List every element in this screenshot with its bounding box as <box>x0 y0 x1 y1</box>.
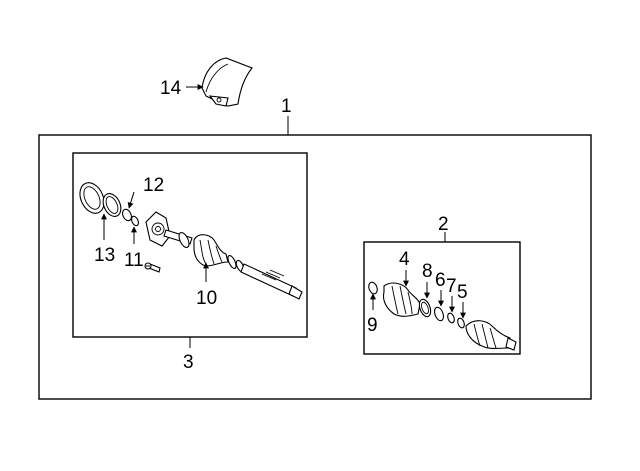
callout-7[interactable]: 7 <box>446 276 457 297</box>
inner-axle-assembly <box>79 182 303 300</box>
leader-12 <box>127 191 135 209</box>
outer-cv-joint-assembly <box>368 281 517 351</box>
callout-4[interactable]: 4 <box>399 249 410 270</box>
callout-14[interactable]: 14 <box>160 78 182 99</box>
assembly-box <box>38 134 592 400</box>
callout-2[interactable]: 2 <box>438 214 449 235</box>
callout-10[interactable]: 10 <box>196 288 217 309</box>
callout-9[interactable]: 9 <box>367 315 378 336</box>
callout-11[interactable]: 11 <box>124 250 144 271</box>
right-subassembly-box <box>363 241 521 355</box>
callout-13[interactable]: 13 <box>94 245 115 266</box>
callout-1[interactable]: 1 <box>281 96 292 117</box>
callout-6[interactable]: 6 <box>435 270 446 291</box>
callout-5[interactable]: 5 <box>457 282 468 303</box>
heat-shield-part <box>201 57 253 107</box>
callout-12[interactable]: 12 <box>143 175 164 196</box>
callout-3[interactable]: 3 <box>183 352 194 373</box>
callout-8[interactable]: 8 <box>422 261 433 282</box>
